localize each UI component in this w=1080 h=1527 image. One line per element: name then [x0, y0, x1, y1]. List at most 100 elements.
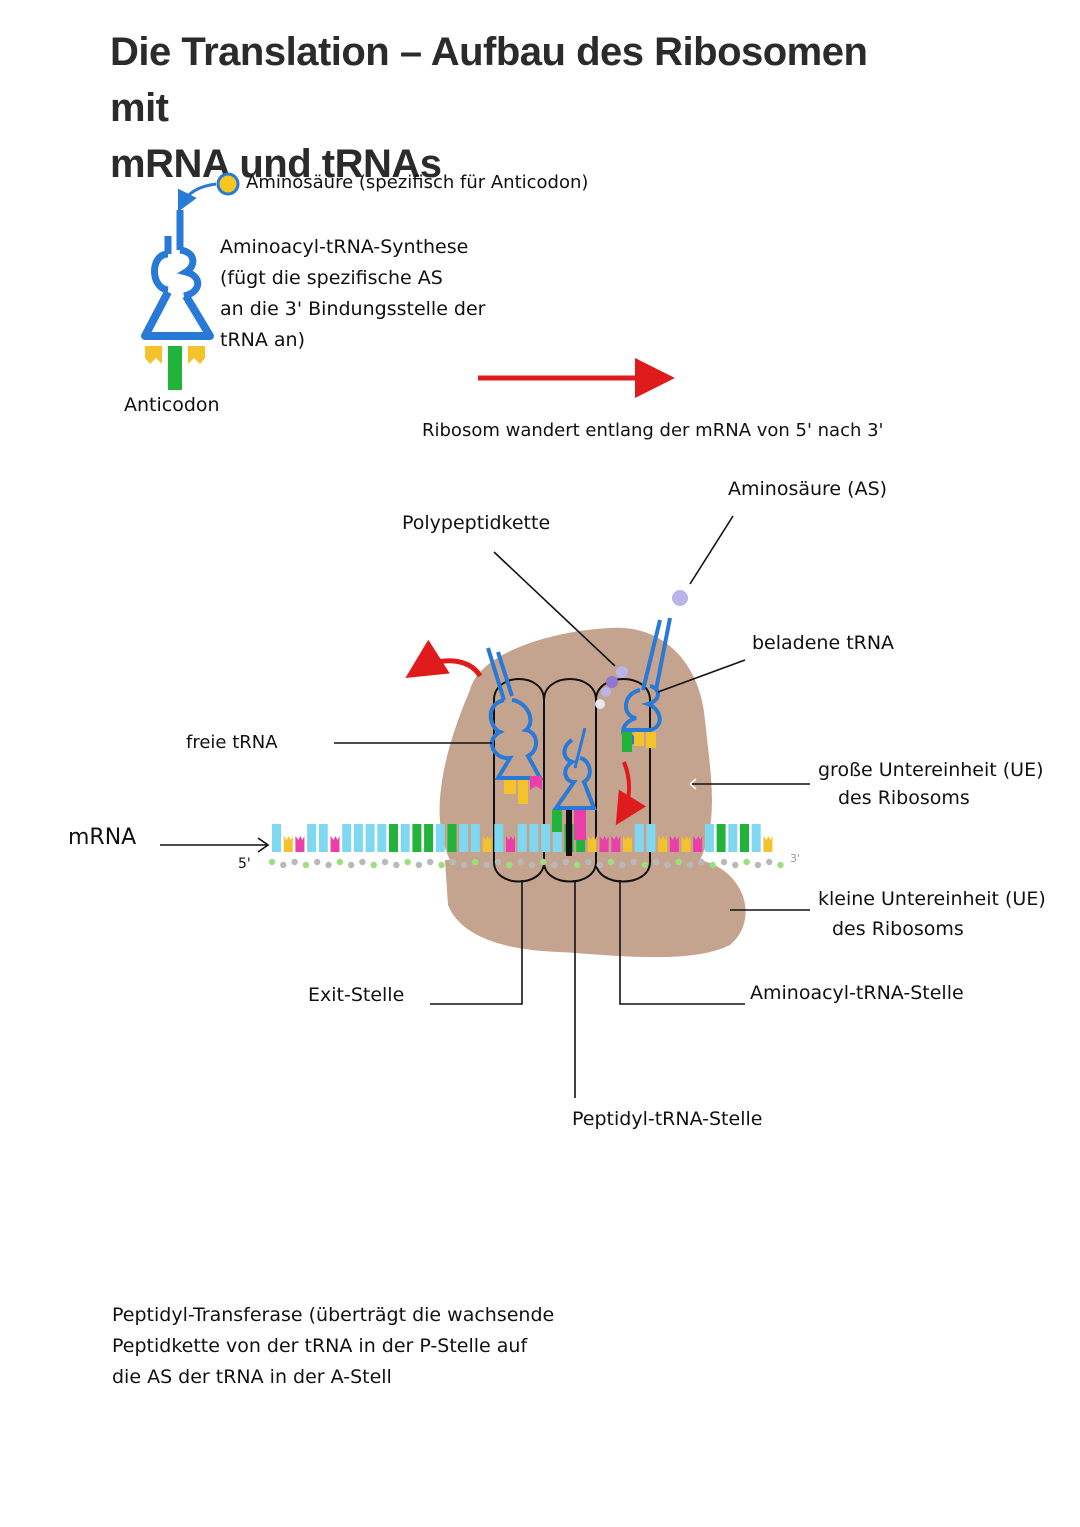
mrna-nucleotide	[494, 824, 504, 852]
mrna-backbone-dot	[517, 858, 524, 866]
mrna-backbone-dot	[347, 861, 355, 869]
mrna-backbone-dot	[370, 861, 377, 869]
synthese-line-3: an die 3' Bindungsstelle der	[220, 298, 486, 320]
mrna-backbone-dot	[302, 861, 310, 869]
legend-aminoacid-label: Aminosäure (spezifisch für Anticodon)	[246, 172, 589, 193]
mrna-nucleotide	[751, 824, 761, 852]
mrna-nucleotide	[669, 836, 679, 852]
mrna-backbone-dot	[732, 861, 739, 869]
p-site-label: Peptidyl-tRNA-Stelle	[572, 1108, 763, 1130]
small-subunit-label: kleine Untereinheit (UE) des Ribosoms	[818, 884, 1046, 944]
transferase-line-1: Peptidyl-Transferase (überträgt die wach…	[112, 1304, 555, 1326]
mrna-nucleotide	[658, 836, 668, 852]
mrna-backbone-dot	[449, 858, 456, 866]
mrna-backbone-dot	[325, 861, 332, 869]
mrna-nucleotide	[740, 824, 749, 852]
mrna-nucleotide	[283, 836, 293, 852]
mrna-backbone-dot	[664, 861, 671, 869]
mrna-nucleotide	[424, 824, 434, 852]
exit-site-label: Exit-Stelle	[308, 984, 405, 1006]
mrna-nucleotide	[623, 836, 632, 852]
legend-trna-icon	[141, 172, 240, 390]
aminoacid-as-dot	[672, 590, 688, 606]
a-site-label: Aminoacyl-tRNA-Stelle	[750, 982, 964, 1004]
release-arrow	[405, 639, 483, 679]
three-prime-label: 3'	[790, 852, 801, 865]
mrna-nucleotide	[459, 824, 469, 852]
mrna-backbone-dot	[427, 858, 434, 866]
small-subunit	[445, 860, 746, 958]
mrna-backbone-dot	[359, 858, 366, 866]
mrna-nucleotide	[342, 824, 352, 852]
transferase-line-3: die AS der tRNA in der A-Stell	[112, 1366, 392, 1388]
mrna-nucleotide	[482, 836, 492, 852]
mrna-backbone-dot	[630, 858, 637, 866]
mrna-backbone-dot	[686, 861, 694, 869]
mrna-nucleotide	[330, 836, 340, 852]
mrna-backbone-dot	[415, 861, 423, 869]
mrna-nucleotide	[506, 836, 515, 852]
free-trna-label: freie tRNA	[186, 732, 278, 753]
mrna-backbone-dot	[698, 858, 705, 866]
mrna-nucleotide	[353, 824, 363, 852]
mrna-nucleotide	[552, 824, 562, 852]
small-subunit-line-2: des Ribosoms	[832, 918, 964, 940]
mrna-nucleotide	[611, 836, 621, 852]
mrna-nucleotide	[541, 824, 551, 852]
mrna-nucleotide	[377, 824, 387, 852]
mrna-backbone-dot	[551, 861, 558, 869]
small-subunit-line-1: kleine Untereinheit (UE)	[818, 888, 1046, 910]
mrna-backbone-dot	[438, 861, 445, 869]
mrna-backbone-dot	[641, 861, 649, 869]
mrna-backbone-dot	[280, 861, 287, 869]
mrna-backbone-dot	[777, 861, 784, 869]
mrna-label: mRNA	[68, 825, 137, 850]
mrna-backbone-dot	[506, 861, 513, 869]
mrna-backbone-dot	[585, 858, 592, 866]
mrna-nucleotide	[389, 824, 398, 852]
mrna-backbone-dot	[381, 858, 389, 866]
legend-synthese-block: Aminoacyl-tRNA-Synthese (fügt die spezif…	[220, 232, 486, 356]
polypeptide-label: Polypeptidkette	[402, 512, 551, 534]
mrna-nucleotide	[763, 836, 773, 852]
mrna-nucleotide	[470, 824, 480, 852]
mrna-nucleotide	[599, 836, 609, 852]
mrna-backbone-dot	[472, 858, 479, 866]
large-subunit-label: große Untereinheit (UE) des Ribosoms	[818, 756, 1044, 812]
mrna-nucleotide	[272, 824, 281, 852]
peptidyl-trna	[552, 727, 597, 856]
mrna-backbone-dot	[720, 858, 728, 866]
mrna-backbone-dot	[528, 861, 536, 869]
mrna-arrow-head	[257, 837, 270, 853]
mrna-nucleotide	[435, 824, 445, 852]
a-site	[595, 678, 651, 883]
mrna-nucleotide	[704, 824, 714, 852]
mrna-nucleotide	[517, 824, 527, 852]
mrna-backbone-dot	[562, 858, 569, 866]
mrna-nucleotide	[646, 824, 656, 852]
anticodon-label: Anticodon	[124, 394, 220, 416]
mrna-backbone-dot	[675, 858, 682, 866]
mrna-nucleotide	[529, 824, 539, 852]
title-line-2: mRNA und tRNAs	[110, 142, 442, 186]
mrna-nucleotide	[295, 836, 305, 852]
mrna-backbone-dot	[314, 858, 321, 866]
mrna-backbone-dot	[766, 858, 773, 866]
five-prime-label: 5'	[238, 856, 251, 872]
free-trna	[405, 639, 544, 804]
synthese-line-4: tRNA an)	[220, 329, 305, 351]
mrna-backbone-dot	[596, 861, 603, 869]
mrna-nucleotide	[693, 836, 703, 852]
mrna-nucleotide	[307, 824, 317, 852]
large-subunit-line-2: des Ribosoms	[838, 787, 970, 809]
loaded-trna	[615, 590, 688, 826]
aminoacid-as-label: Aminosäure (AS)	[728, 478, 888, 500]
leader-lines	[160, 515, 810, 1098]
mrna-nucleotide	[447, 824, 457, 852]
mrna-nucleotide	[587, 836, 597, 852]
synthese-line-1: Aminoacyl-tRNA-Synthese	[220, 236, 469, 258]
mrna-backbone-dot	[393, 861, 400, 869]
mrna-backbone-dot	[619, 861, 626, 869]
mrna-backbone-dot	[754, 861, 762, 869]
